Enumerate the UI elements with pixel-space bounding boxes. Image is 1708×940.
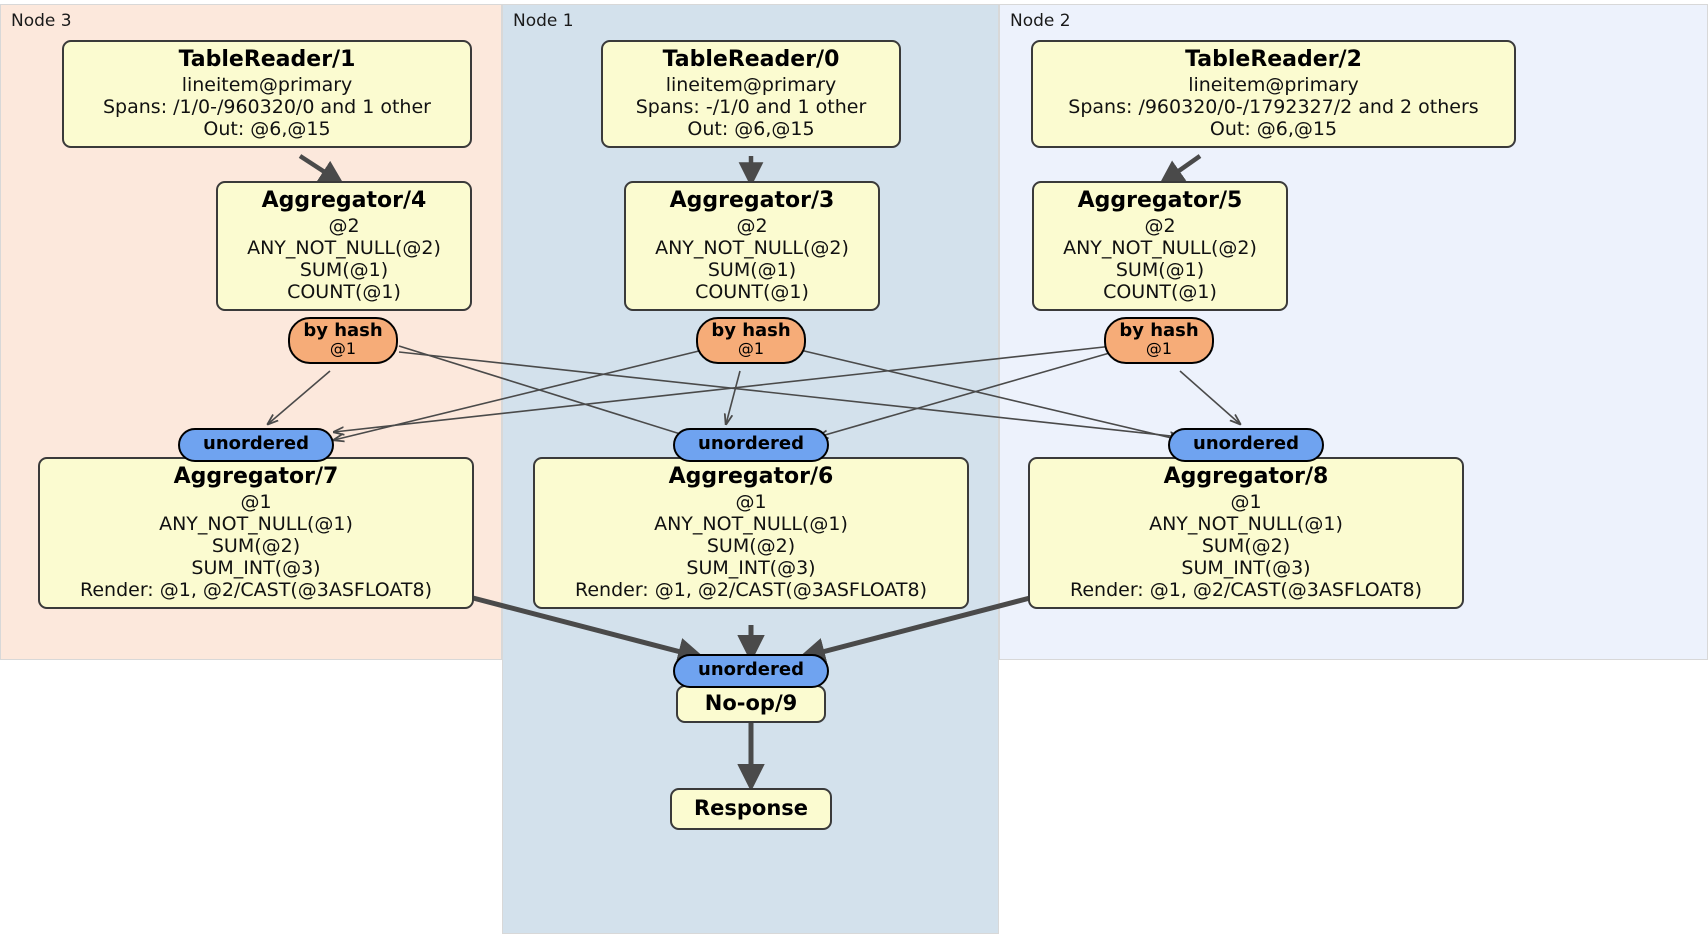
badge-label: by hash (711, 320, 791, 341)
processor-line: SUM(@1) (1115, 258, 1205, 281)
processor-title: No-op/9 (704, 691, 798, 715)
processor-title: Aggregator/6 (668, 464, 834, 489)
processor-line: SUM(@2) (1201, 534, 1291, 557)
badge-label: by hash (1119, 320, 1199, 341)
processor-line: Out: @6,@15 (687, 117, 815, 140)
processor-line: SUM(@1) (299, 258, 389, 281)
processor-line: SUM(@1) (707, 258, 797, 281)
processor-table-reader-1[interactable]: TableReader/1 lineitem@primary Spans: /1… (62, 40, 472, 148)
badge-unordered-final[interactable]: unordered (673, 654, 829, 688)
processor-line: SUM_INT(@3) (191, 556, 321, 579)
node-panel-label-node1: Node 1 (513, 11, 574, 31)
processor-title: TableReader/2 (1185, 47, 1362, 72)
processor-line: ANY_NOT_NULL(@2) (655, 236, 849, 259)
processor-line: lineitem@primary (181, 73, 353, 96)
processor-line: Spans: /1/0-/960320/0 and 1 other (103, 95, 431, 118)
processor-line: lineitem@primary (665, 73, 837, 96)
processor-line: ANY_NOT_NULL(@2) (1063, 236, 1257, 259)
processor-line: SUM_INT(@3) (686, 556, 816, 579)
processor-line: Render: @1, @2/CAST(@3ASFLOAT8) (1070, 578, 1422, 601)
processor-line: COUNT(@1) (1103, 280, 1217, 303)
node-panel-label-node3: Node 3 (11, 11, 72, 31)
badge-by-hash-right[interactable]: by hash @1 (1104, 317, 1214, 364)
processor-aggregator-6[interactable]: Aggregator/6 @1 ANY_NOT_NULL(@1) SUM(@2)… (533, 457, 969, 609)
processor-line: Out: @6,@15 (1209, 117, 1338, 140)
processor-line: Spans: /960320/0-/1792327/2 and 2 others (1068, 95, 1479, 118)
processor-line: SUM_INT(@3) (1181, 556, 1311, 579)
processor-line: COUNT(@1) (695, 280, 809, 303)
processor-line: @1 (735, 490, 767, 513)
badge-unordered-left[interactable]: unordered (178, 428, 334, 462)
badge-label: unordered (698, 659, 804, 680)
processor-table-reader-0[interactable]: TableReader/0 lineitem@primary Spans: -/… (601, 40, 901, 148)
processor-line: SUM(@2) (706, 534, 796, 557)
badge-label: unordered (203, 433, 309, 454)
badge-by-hash-center[interactable]: by hash @1 (696, 317, 806, 364)
processor-title: Aggregator/5 (1077, 188, 1243, 213)
processor-line: @1 (1230, 490, 1262, 513)
processor-line: ANY_NOT_NULL(@2) (247, 236, 441, 259)
processor-aggregator-3[interactable]: Aggregator/3 @2 ANY_NOT_NULL(@2) SUM(@1)… (624, 181, 880, 311)
processor-title: Aggregator/7 (173, 464, 339, 489)
badge-by-hash-left[interactable]: by hash @1 (288, 317, 398, 364)
processor-title: Response (693, 796, 809, 820)
badge-label: unordered (698, 433, 804, 454)
processor-response[interactable]: Response (670, 788, 832, 831)
badge-unordered-right[interactable]: unordered (1168, 428, 1324, 462)
processor-aggregator-5[interactable]: Aggregator/5 @2 ANY_NOT_NULL(@2) SUM(@1)… (1032, 181, 1288, 311)
badge-sublabel: @1 (737, 338, 765, 358)
processor-title: TableReader/1 (178, 47, 356, 72)
processor-title: TableReader/0 (662, 47, 840, 72)
node-panel-label-node2: Node 2 (1010, 11, 1071, 31)
processor-table-reader-2[interactable]: TableReader/2 lineitem@primary Spans: /9… (1031, 40, 1516, 148)
badge-unordered-center[interactable]: unordered (673, 428, 829, 462)
processor-line: ANY_NOT_NULL(@1) (159, 512, 353, 535)
processor-line: @2 (736, 214, 768, 237)
badge-label: by hash (303, 320, 383, 341)
processor-line: @2 (328, 214, 360, 237)
badge-label: unordered (1193, 433, 1299, 454)
processor-line: @2 (1144, 214, 1176, 237)
processor-aggregator-7[interactable]: Aggregator/7 @1 ANY_NOT_NULL(@1) SUM(@2)… (38, 457, 474, 609)
processor-line: @1 (240, 490, 272, 513)
processor-aggregator-4[interactable]: Aggregator/4 @2 ANY_NOT_NULL(@2) SUM(@1)… (216, 181, 472, 311)
processor-line: ANY_NOT_NULL(@1) (654, 512, 848, 535)
processor-line: SUM(@2) (211, 534, 301, 557)
processor-line: ANY_NOT_NULL(@1) (1149, 512, 1343, 535)
processor-line: Spans: -/1/0 and 1 other (635, 95, 867, 118)
processor-line: Out: @6,@15 (203, 117, 331, 140)
processor-title: Aggregator/3 (669, 188, 835, 213)
processor-line: COUNT(@1) (287, 280, 401, 303)
processor-aggregator-8[interactable]: Aggregator/8 @1 ANY_NOT_NULL(@1) SUM(@2)… (1028, 457, 1464, 609)
processor-line: Render: @1, @2/CAST(@3ASFLOAT8) (80, 578, 432, 601)
processor-line: Render: @1, @2/CAST(@3ASFLOAT8) (575, 578, 927, 601)
processor-no-op-9[interactable]: No-op/9 (676, 685, 826, 724)
processor-title: Aggregator/8 (1163, 464, 1329, 489)
processor-title: Aggregator/4 (261, 188, 427, 213)
processor-line: lineitem@primary (1188, 73, 1359, 96)
badge-sublabel: @1 (329, 338, 357, 358)
badge-sublabel: @1 (1145, 338, 1173, 358)
